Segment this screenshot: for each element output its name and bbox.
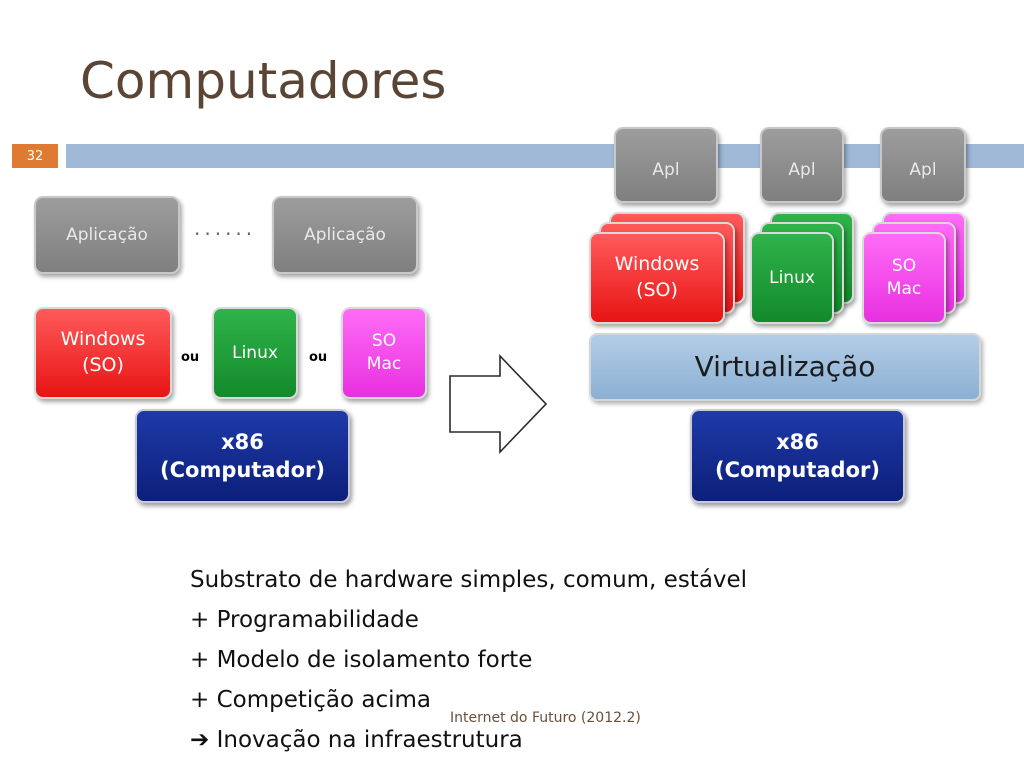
- x86-label-right: x86: [776, 429, 819, 454]
- bullet-list: Substrato de hardware simples, comum, es…: [190, 560, 747, 760]
- apl-label-3: Apl: [909, 160, 937, 180]
- bullet-item-1: Substrato de hardware simples, comum, es…: [190, 567, 748, 593]
- vm-windows-label: Windows: [614, 253, 700, 276]
- apl-box-3: Apl: [880, 127, 966, 203]
- bullet-item-3: + Modelo de isolamento forte: [190, 647, 533, 673]
- slide-number: 32: [12, 144, 58, 168]
- computer-label-left: (Computador): [160, 458, 325, 482]
- windows-os-box: Windows (SO): [34, 307, 172, 399]
- apl-label-2: Apl: [788, 160, 816, 180]
- x86-computer-box-left: x86 (Computador): [135, 409, 350, 503]
- bullet-item-4: + Competição acima: [190, 687, 432, 713]
- computer-label-right: (Computador): [715, 458, 880, 482]
- windows-vm-box: Windows (SO): [589, 232, 725, 324]
- apl-label-1: Apl: [652, 160, 680, 180]
- apl-box-2: Apl: [760, 127, 844, 203]
- application-box-1: Aplicação: [34, 196, 180, 274]
- virtualization-label: Virtualização: [694, 350, 876, 384]
- vm-mac-label: SO: [891, 256, 917, 277]
- x86-label-left: x86: [221, 429, 264, 454]
- mac-os-box: SO Mac: [341, 307, 427, 399]
- bullet-item-2: + Programabilidade: [190, 607, 419, 633]
- application-box-2: Aplicação: [272, 196, 418, 274]
- bullet-item-5: ➔ Inovação na infraestrutura: [190, 720, 747, 760]
- apl-box-1: Apl: [614, 127, 718, 203]
- bullet-item-5-text: Inovação na infraestrutura: [216, 727, 523, 753]
- x86-computer-box-right: x86 (Computador): [690, 409, 905, 503]
- right-arrow-icon: ➔: [190, 727, 210, 753]
- linux-os-box: Linux: [212, 307, 298, 399]
- vm-linux-label: Linux: [769, 267, 815, 288]
- header-accent-bar: [66, 144, 1024, 168]
- mac-label: SO: [371, 331, 397, 352]
- footer-text: Internet do Futuro (2012.2): [450, 710, 641, 726]
- vm-mac-sublabel: Mac: [886, 279, 922, 299]
- application-label-1: Aplicação: [66, 224, 148, 245]
- or-label-2: ou: [309, 350, 328, 365]
- windows-sublabel: (SO): [82, 354, 124, 376]
- linux-label: Linux: [232, 342, 278, 363]
- mac-sublabel: Mac: [366, 354, 402, 374]
- transition-arrow-icon: [449, 354, 548, 454]
- virtualization-layer: Virtualização: [589, 333, 981, 401]
- linux-vm-box: Linux: [750, 232, 834, 324]
- ellipsis-dots: ......: [194, 216, 257, 240]
- application-label-2: Aplicação: [304, 224, 386, 245]
- or-label-1: ou: [181, 350, 200, 365]
- windows-label: Windows: [60, 328, 146, 351]
- mac-vm-box: SO Mac: [862, 232, 946, 324]
- vm-windows-sublabel: (SO): [636, 279, 678, 301]
- slide-title: Computadores: [80, 52, 447, 110]
